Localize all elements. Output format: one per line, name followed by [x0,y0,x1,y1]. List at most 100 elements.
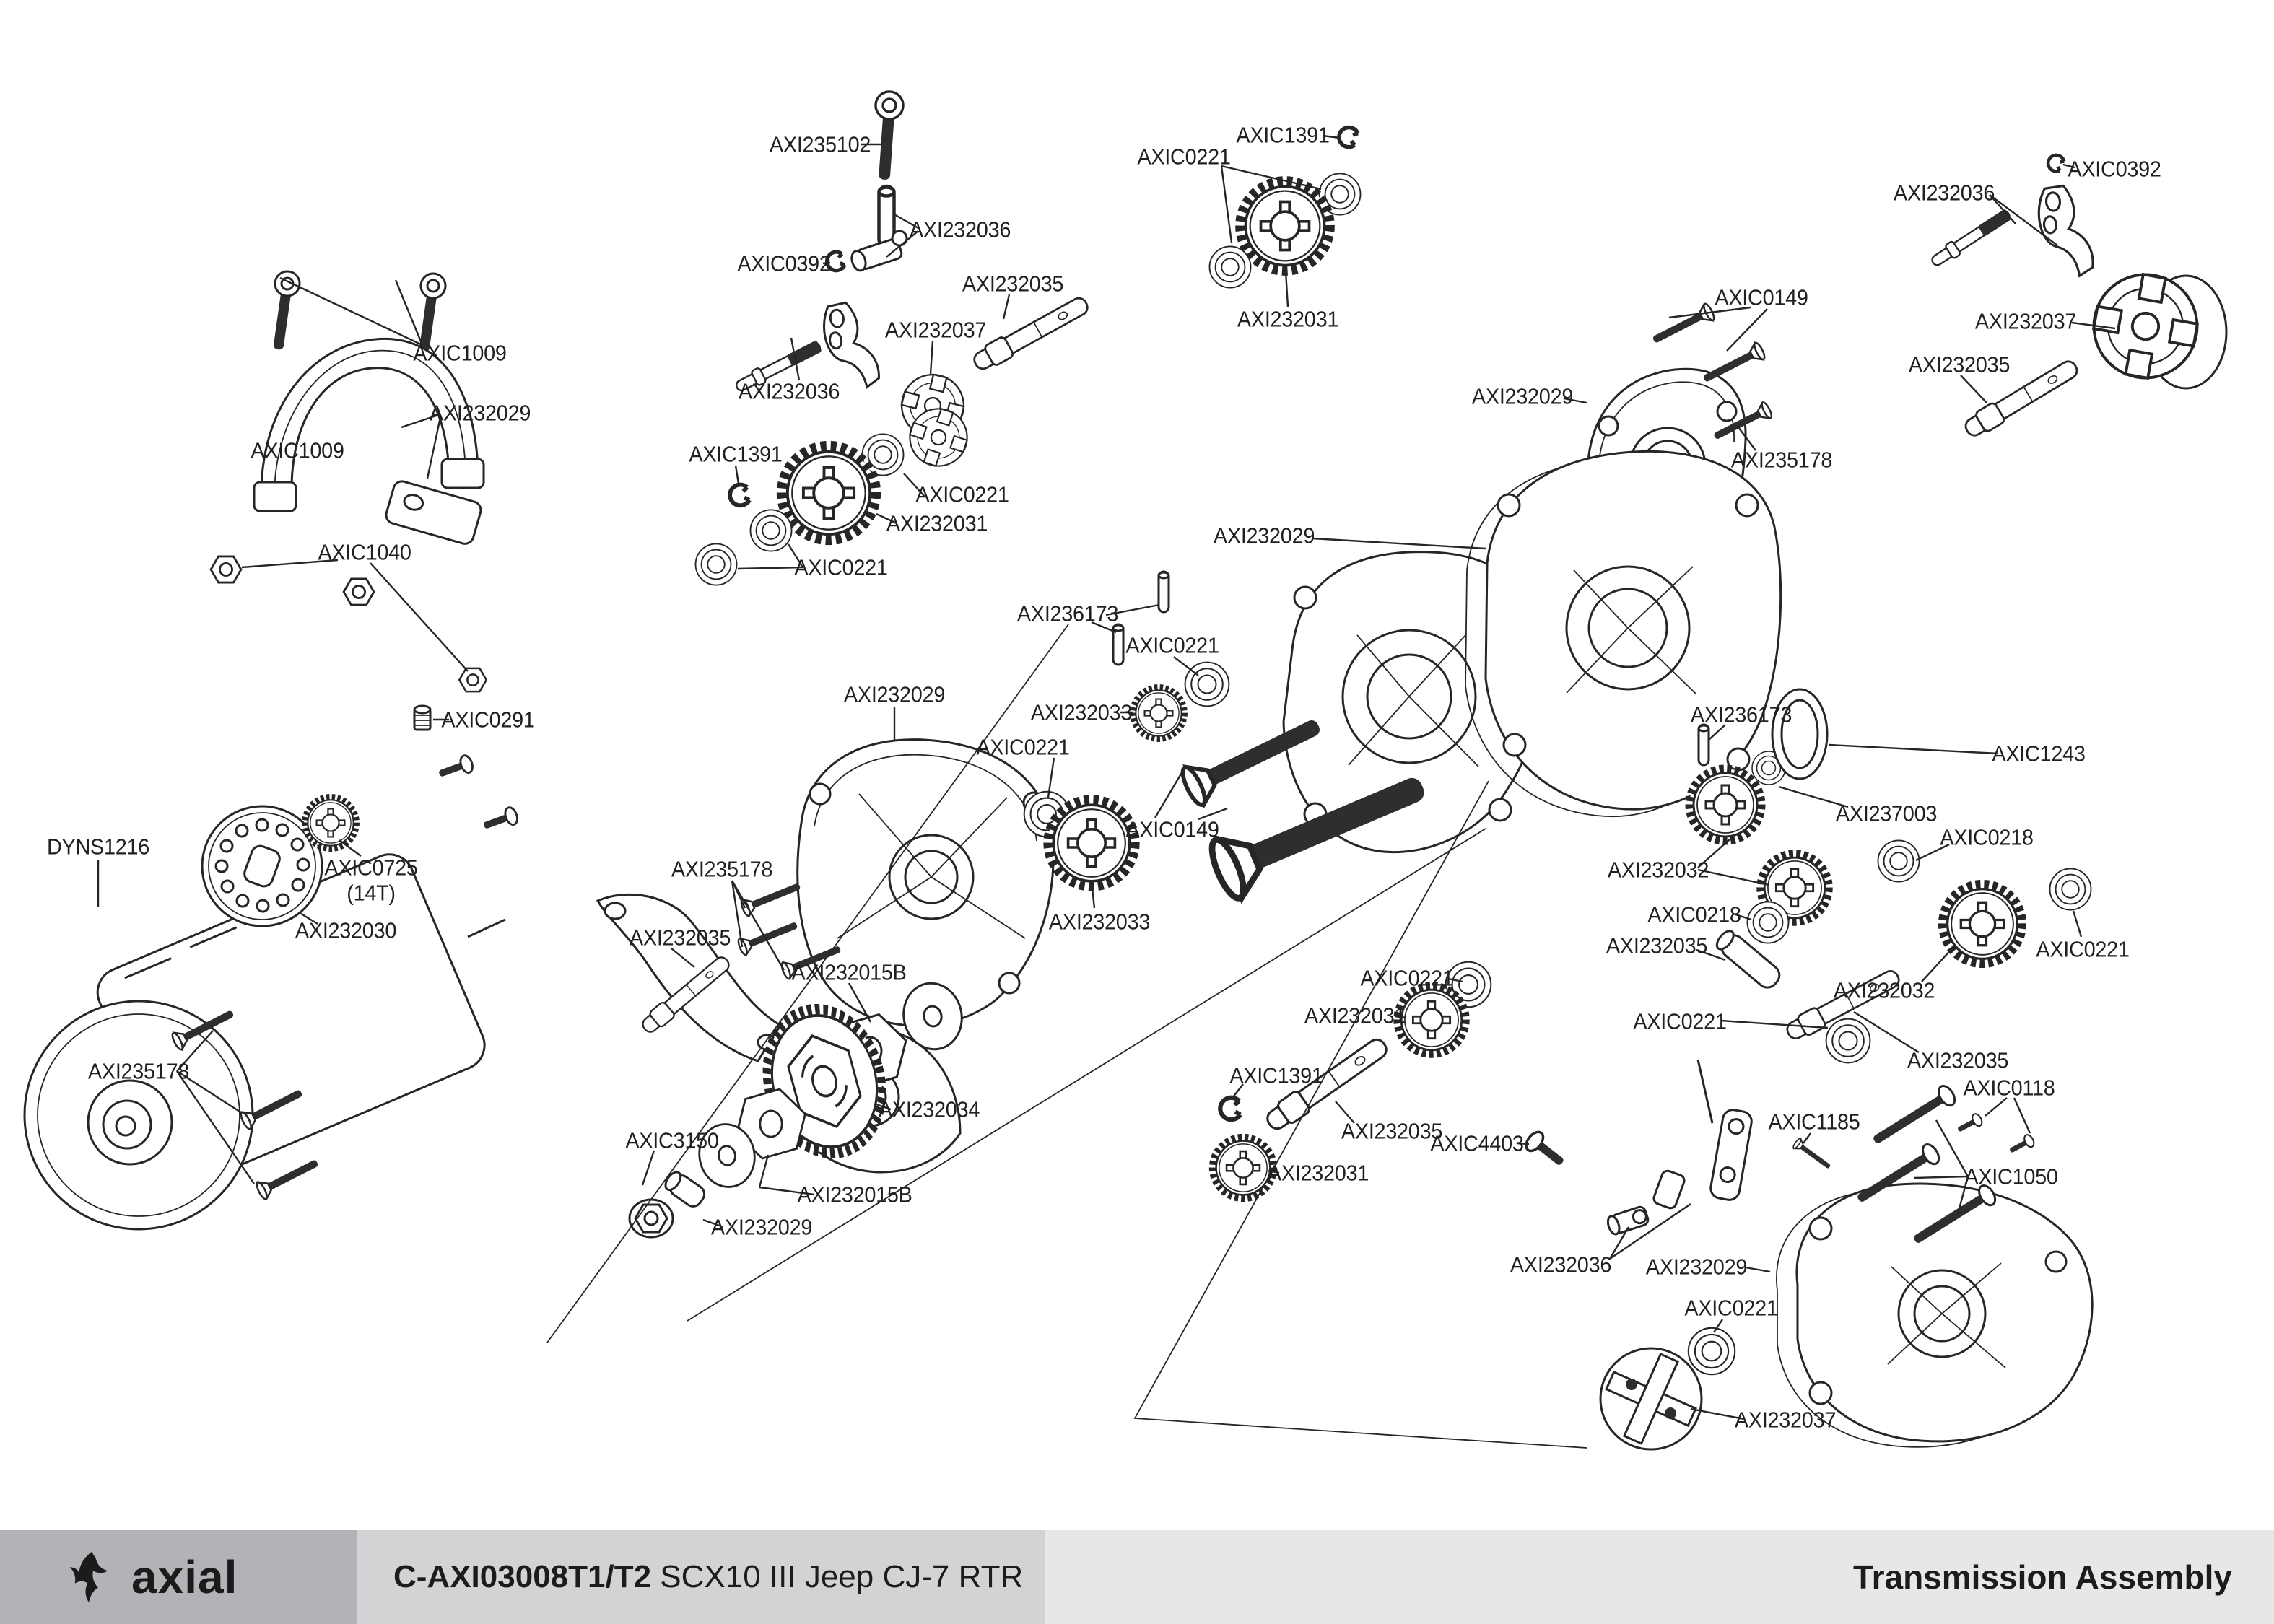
part-label: AXI232029 [1213,523,1315,549]
leader-line [886,230,919,258]
part-label: AXIC0221 [2036,936,2130,962]
part-label: AXIC1009 [251,437,344,463]
leader-line [394,279,424,346]
part-label: AXIC0118 [1963,1075,2055,1101]
slipper-spur-group [628,877,970,1239]
assembly-guide-lines [546,624,1587,1449]
leader-line [1002,294,1011,320]
leader-line [1914,1175,1969,1179]
part-label: AXI232036 [1510,1252,1612,1278]
leader-line [426,416,442,479]
part-label: AXI232037 [884,317,987,343]
part-label: AXIC0221 [976,734,1070,760]
footer-bar: axial C-AXI03008T1/T2 SCX10 III Jeep CJ-… [0,1530,2274,1624]
leader-line [2071,321,2116,330]
product-code: C-AXI03008T1/T2 [393,1559,652,1594]
leader-line [1989,194,2016,224]
part-label: AXI232015B [791,959,907,985]
part-label: AXI232031 [1304,1003,1406,1029]
leader-line [1090,881,1096,909]
part-label: AXI235178 [87,1058,190,1084]
leader-line [892,212,919,230]
leader-line [1173,656,1199,676]
leader-line [1284,271,1289,307]
part-label: AXI236173 [1016,601,1119,627]
part-label: AXI232035 [1606,933,1708,959]
leader-line [1985,1097,2008,1117]
part-label: AXI232034 [878,1096,980,1122]
leader-line [1563,397,1587,404]
leader-line [1707,724,1726,741]
part-label: AXIC1391 [1229,1062,1323,1088]
part-label: AXI232035 [962,271,1064,297]
leader-line [787,543,804,568]
part-label: AXIC1391 [1236,122,1330,148]
part-label: AXI232037 [1734,1407,1837,1433]
leader-line [1517,1142,1530,1145]
part-label: AXIC1185 [1768,1109,1860,1135]
pinion-gear-drawing [305,797,357,849]
top-right-shift-group [1927,152,2228,442]
leader-line [790,337,801,381]
shift-post-group [732,89,1093,445]
part-label: AXI232036 [1893,180,1995,206]
part-label: AXI235102 [769,131,871,157]
leader-line [1608,1226,1630,1260]
axial-logo-icon [69,1551,108,1603]
leader-line [1322,134,1341,139]
leader-line [737,566,803,570]
part-label: AXI232031 [886,510,988,536]
leader-line [2013,1097,2031,1134]
center-rear-case-drawing [1465,450,1782,817]
front-case-half-drawing [796,738,1055,1027]
leader-line [1960,375,1987,403]
leader-line [1697,868,1769,886]
footer-sheet-segment: Transmission Assembly [1045,1530,2274,1624]
part-label: AXI232035 [1907,1047,2009,1073]
leader-line [1154,766,1187,818]
part-label: AXIC0392 [737,250,831,276]
leader-line [731,880,744,948]
leader-line [1713,1319,1723,1333]
leader-line [1668,306,1751,319]
part-label: AXI237003 [1835,800,1938,826]
leader-line [401,413,441,429]
part-label: AXIC0221 [794,554,888,580]
leader-line [1738,427,1756,451]
leader-line [1220,165,1233,243]
product-name: SCX10 III Jeep CJ-7 RTR [660,1559,1024,1594]
part-label: AXIC0221 [1633,1008,1727,1034]
leader-line [1696,948,1726,961]
leader-line [1829,743,1999,755]
flange-nut-drawing [628,1198,674,1239]
leader-line [929,340,934,375]
brand-wordmark: axial [131,1551,238,1603]
leader-line [1697,834,1736,868]
leader-line [1312,537,1486,550]
part-label: AXI235178 [1730,447,1833,473]
leader-line [279,276,423,346]
part-label: AXIC0221 [1684,1295,1778,1321]
part-label: AXIC0221 [1137,144,1231,170]
leader-line [1335,1101,1355,1124]
part-label: AXI232036 [909,217,1011,243]
top-gear-set [1208,125,1362,289]
part-label: AXI232029 [710,1214,813,1240]
leader-line [339,839,362,857]
motor-guard-group [209,269,487,731]
part-label: AXIC0221 [1125,632,1219,658]
part-label: AXIC0725 [324,855,418,881]
part-label: AXI232033 [1048,909,1151,935]
leader-line [176,1030,214,1072]
part-label: AXIC0149 [1715,284,1808,310]
leader-line [1853,1010,1920,1054]
leader-line [758,1154,770,1188]
part-label: AXIC0149 [1125,816,1219,842]
guard-bracket [385,480,482,545]
part-label: AXIC1050 [1964,1164,2058,1189]
part-label: AXI232029 [429,400,531,426]
leader-line [1935,1119,1969,1177]
part-label: AXIC0218 [1647,902,1741,927]
